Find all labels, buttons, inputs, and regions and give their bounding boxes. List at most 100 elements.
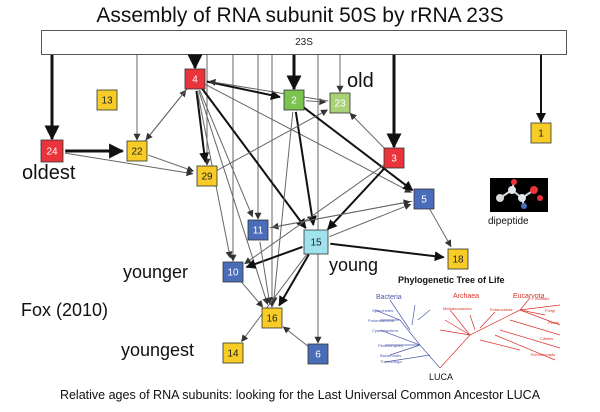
svg-text:Proteobacteria: Proteobacteria xyxy=(368,318,395,323)
tree-eucaryota: Eucaryota xyxy=(513,293,545,300)
tree-bacteria: Bacteria xyxy=(376,294,402,301)
rrna-23s-bar: 23S xyxy=(41,30,567,55)
svg-text:Entamoebae: Entamoebae xyxy=(490,307,513,312)
edge-3-to-15 xyxy=(327,166,387,231)
node-box-22 xyxy=(126,140,148,162)
edge-11-to-5 xyxy=(269,199,411,229)
edge-3-to-23 xyxy=(349,112,386,150)
node-label-22: 22 xyxy=(131,147,143,158)
node-box-13 xyxy=(96,89,118,111)
node-label-23: 23 xyxy=(334,99,346,110)
node-label-16: 16 xyxy=(266,314,278,325)
svg-text:Plants: Plants xyxy=(548,320,559,325)
node-box-10 xyxy=(222,261,244,283)
tree-root-luca: LUCA xyxy=(429,372,454,382)
edge-11-to-16 xyxy=(259,241,273,305)
node-box-5 xyxy=(413,188,435,210)
node-box-6 xyxy=(307,343,329,365)
edge-10-to-16 xyxy=(240,280,264,308)
node-box-29 xyxy=(196,165,218,187)
node-label-18: 18 xyxy=(452,255,464,266)
svg-text:Planctomyces: Planctomyces xyxy=(378,343,403,348)
node-label-11: 11 xyxy=(253,226,264,237)
edge-22-to-29 xyxy=(148,154,195,173)
node-24: 24 xyxy=(40,139,64,163)
tree-title: Phylogenetic Tree of Life xyxy=(398,275,505,285)
edge-3-to-10 xyxy=(244,164,385,265)
edge-4-to-15 xyxy=(201,88,307,229)
edge-15-to-14 xyxy=(241,253,308,343)
node-22: 22 xyxy=(126,140,148,162)
node-1: 1 xyxy=(530,122,552,144)
edge-5-to-18 xyxy=(429,209,452,248)
dipeptide-label: dipeptide xyxy=(488,216,529,227)
edge-4-to-2 xyxy=(206,80,281,101)
node-29: 29 xyxy=(196,165,218,187)
diagram-title: Assembly of RNA subunit 50S by rRNA 23S xyxy=(96,4,504,27)
edge-6-to-16 xyxy=(282,326,309,347)
phylogenetic-tree: Spirochetes Proteobacteria Cyanobacteria… xyxy=(368,296,561,369)
svg-text:Animals: Animals xyxy=(535,296,549,301)
node-label-13: 13 xyxy=(101,96,113,107)
svg-text:Thermotoga: Thermotoga xyxy=(380,359,402,364)
label-oldest: oldest xyxy=(22,162,76,184)
node-box-15 xyxy=(303,229,329,255)
node-2: 2 xyxy=(283,89,305,111)
label-younger: younger xyxy=(123,262,189,282)
author-label: Fox (2010) xyxy=(21,300,109,320)
node-5: 5 xyxy=(413,188,435,210)
edge-29-to-23 xyxy=(217,109,328,171)
edge-2-to-15 xyxy=(294,111,317,226)
node-label-5: 5 xyxy=(421,195,427,206)
node-18: 18 xyxy=(447,248,469,270)
edge-15-to-16 xyxy=(278,253,310,307)
node-box-18 xyxy=(447,248,469,270)
label-youngest: youngest xyxy=(121,340,195,360)
node-10: 10 xyxy=(222,261,244,283)
node-13: 13 xyxy=(96,89,118,111)
edge-15-to-5 xyxy=(329,203,412,238)
edge-2-to-16 xyxy=(270,111,294,305)
node-box-4 xyxy=(184,68,206,90)
edge-4-to-5 xyxy=(205,84,412,193)
edge-15-to-18 xyxy=(330,242,445,262)
label-young: young xyxy=(329,255,379,275)
node-15: 15 xyxy=(303,229,329,255)
svg-text:Methanosarcina: Methanosarcina xyxy=(443,306,472,311)
node-label-24: 24 xyxy=(46,147,58,158)
node-6: 6 xyxy=(307,343,329,365)
figure-caption: Relative ages of RNA subunits: looking f… xyxy=(59,388,541,402)
svg-text:Ciliates: Ciliates xyxy=(540,336,553,341)
node-23: 23 xyxy=(329,92,351,114)
node-4: 4 xyxy=(184,68,206,90)
edge-15-to-10 xyxy=(245,245,303,269)
label-old: old xyxy=(347,70,374,92)
node-14: 14 xyxy=(222,342,244,364)
node-16: 16 xyxy=(261,307,283,329)
node-label-14: 14 xyxy=(227,349,239,360)
svg-text:Fungi: Fungi xyxy=(545,308,555,313)
svg-text:Trichomonads: Trichomonads xyxy=(530,352,555,357)
node-label-2: 2 xyxy=(291,96,297,107)
edge-4-to-11 xyxy=(199,89,254,218)
node-label-3: 3 xyxy=(391,154,397,165)
node-box-1 xyxy=(530,122,552,144)
node-box-11 xyxy=(247,219,269,241)
node-box-2 xyxy=(283,89,305,111)
node-label-10: 10 xyxy=(227,268,239,279)
node-11: 11 xyxy=(247,219,269,241)
node-box-14 xyxy=(222,342,244,364)
node-3: 3 xyxy=(383,147,405,169)
node-label-6: 6 xyxy=(315,350,321,361)
edge-24-to-29 xyxy=(64,152,194,177)
tree-archaea: Archaea xyxy=(453,293,480,300)
node-box-23 xyxy=(329,92,351,114)
svg-text:Bacteroides: Bacteroides xyxy=(380,353,401,358)
edge-2-to-23 xyxy=(305,98,327,106)
node-label-15: 15 xyxy=(310,238,322,249)
edge-2-to-5 xyxy=(302,106,414,192)
node-box-16 xyxy=(261,307,283,329)
node-box-24 xyxy=(40,139,64,163)
